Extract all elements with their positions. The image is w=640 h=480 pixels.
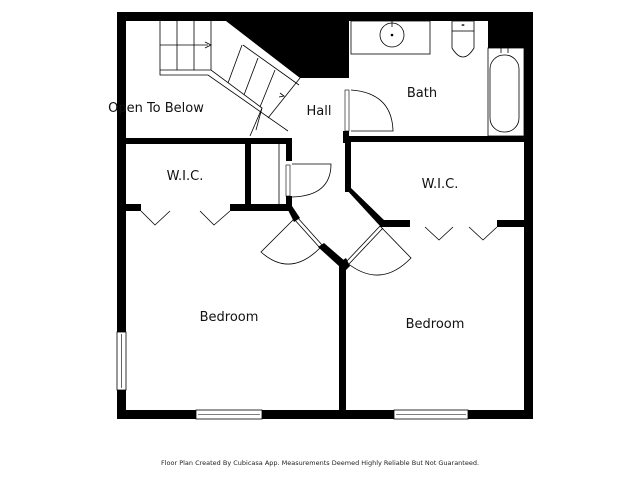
wall xyxy=(343,21,349,78)
bedroom-right-door xyxy=(345,225,412,276)
wall xyxy=(380,220,410,227)
wall xyxy=(343,136,533,142)
wall xyxy=(117,138,292,144)
bath-door xyxy=(344,89,394,132)
wall xyxy=(345,136,351,192)
wall xyxy=(318,243,346,267)
wall xyxy=(286,206,300,222)
room-label-wic-left: W.I.C. xyxy=(167,169,204,184)
window-bedroom-left xyxy=(195,409,263,420)
bathtub xyxy=(487,47,525,137)
stair-void-block xyxy=(226,21,347,78)
wall xyxy=(286,196,292,210)
wall xyxy=(230,204,292,211)
toilet xyxy=(451,20,475,58)
sink-vanity xyxy=(350,20,431,55)
wic-left-bifold-door xyxy=(140,210,231,226)
room-label-bedroom-right: Bedroom xyxy=(406,317,465,332)
linen-closet-door xyxy=(278,140,332,207)
room-label-wic-right: W.I.C. xyxy=(422,177,459,192)
wall xyxy=(286,138,292,161)
wall xyxy=(245,138,251,210)
wall xyxy=(345,188,386,226)
room-label-bedroom-left: Bedroom xyxy=(200,310,259,325)
bath-void-block xyxy=(488,21,524,48)
wall xyxy=(117,204,141,211)
outer-walls xyxy=(117,12,533,419)
wall xyxy=(339,262,346,419)
wic-right-bifold-door xyxy=(424,226,498,241)
stairs xyxy=(159,21,301,137)
bedroom-left-door xyxy=(260,216,324,265)
room-label-open-to-below: Open To Below xyxy=(108,101,204,116)
wall xyxy=(497,220,533,227)
window-bedroom-right xyxy=(393,409,469,420)
room-label-bath: Bath xyxy=(407,86,437,101)
window-left-wall xyxy=(116,331,127,391)
disclaimer-footer: Floor Plan Created By Cubicasa App. Meas… xyxy=(160,459,480,467)
room-label-hall: Hall xyxy=(307,104,332,119)
